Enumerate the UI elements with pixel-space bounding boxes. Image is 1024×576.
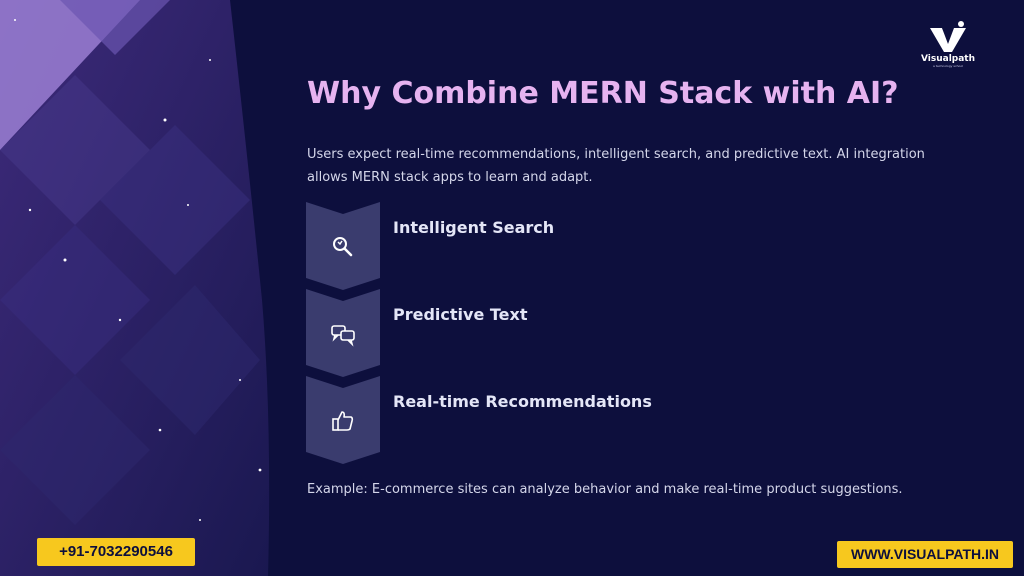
slide-title: Why Combine MERN Stack with AI?: [307, 76, 899, 111]
feature-label-recommendations: Real-time Recommendations: [393, 392, 652, 411]
thumbs-up-icon: [332, 411, 354, 431]
search-icon: [333, 237, 353, 257]
example-text: Example: E-commerce sites can analyze be…: [307, 482, 903, 497]
chat-bubbles-icon: [331, 325, 355, 347]
background-artwork: [0, 0, 280, 576]
feature-label-intelligent-search: Intelligent Search: [393, 218, 555, 237]
phone-number-badge[interactable]: +91-7032290546: [37, 538, 195, 566]
visualpath-v-icon: [930, 21, 966, 52]
feature-label-predictive-text: Predictive Text: [393, 305, 528, 324]
website-link[interactable]: WWW.VISUALPATH.IN: [837, 541, 1013, 568]
feature-tile-recommendations: [306, 376, 380, 464]
intro-paragraph: Users expect real-time recommendations, …: [307, 147, 925, 185]
feature-tile-predictive-text: [306, 289, 380, 377]
logo-text: Visualpath: [920, 54, 976, 64]
visualpath-logo: Visualpath a technology school: [918, 20, 978, 76]
logo-subtext: a technology school: [932, 64, 964, 68]
feature-tile-intelligent-search: [306, 202, 380, 290]
